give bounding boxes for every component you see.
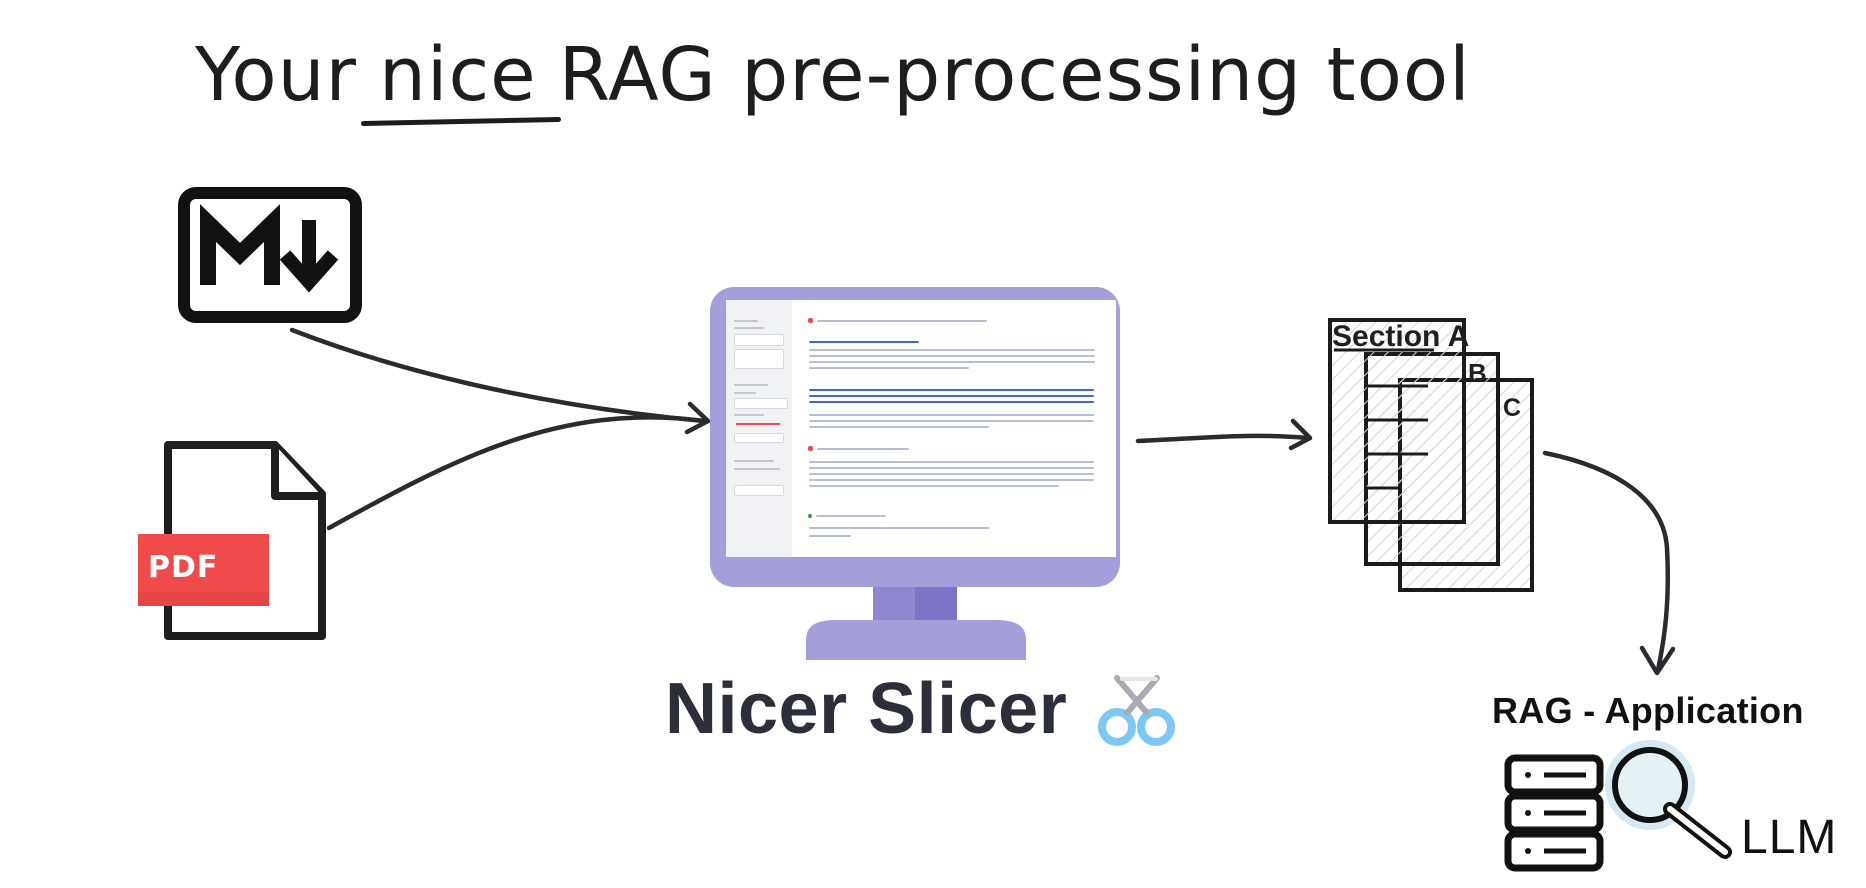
preview-sidebar-line xyxy=(734,392,756,394)
preview-sidebar-line xyxy=(734,468,780,470)
preview-sidebar xyxy=(726,300,792,557)
arrows xyxy=(289,327,1676,676)
headline-part-2: nice xyxy=(378,32,537,118)
scissors-icon xyxy=(1098,675,1175,746)
preview-main-line xyxy=(809,414,1094,416)
preview-sidebar-box xyxy=(734,433,784,443)
pdf-file-icon xyxy=(138,441,326,640)
preview-sidebar-line xyxy=(734,320,758,322)
preview-main-line xyxy=(809,527,989,529)
search-icon xyxy=(1605,740,1732,859)
arrow-monitor-to-docs xyxy=(1135,433,1311,444)
pdf-badge-label: PDF xyxy=(148,550,219,585)
preview-badge xyxy=(808,446,813,451)
monitor-stand-shadow xyxy=(915,587,957,623)
preview-sidebar-box xyxy=(734,398,788,409)
preview-main-line xyxy=(809,485,1059,487)
arrow-head-monitor xyxy=(684,401,711,435)
preview-badge xyxy=(808,514,812,518)
pdf-badge-shadow xyxy=(138,592,269,606)
preview-main xyxy=(792,300,1116,557)
headline-part-3: RAG pre-processing tool xyxy=(558,32,1471,118)
preview-sidebar-box xyxy=(734,349,784,369)
preview-main-line xyxy=(816,515,886,517)
preview-sidebar-line xyxy=(734,414,764,416)
preview-link xyxy=(809,389,1094,391)
preview-main-line xyxy=(809,535,851,537)
arrow-docs-to-rag xyxy=(1542,450,1671,673)
llm-label: LLM xyxy=(1741,811,1838,864)
preview-sidebar-line xyxy=(734,327,764,329)
arrow-markdown-to-monitor xyxy=(289,327,707,424)
preview-main-line xyxy=(809,467,1094,469)
preview-sidebar-box xyxy=(734,334,784,346)
preview-main-line xyxy=(809,361,1095,363)
arrow-pdf-to-monitor xyxy=(326,415,707,531)
monitor-bottom-bezel xyxy=(712,548,1118,584)
preview-sidebar-line xyxy=(734,384,768,386)
preview-sidebar-box xyxy=(734,485,784,496)
preview-main-line xyxy=(809,426,989,428)
pdf-badge xyxy=(138,534,269,606)
preview-main-line xyxy=(809,473,1094,475)
preview-main-line xyxy=(817,320,987,322)
preview-badge xyxy=(808,318,813,323)
preview-main-line xyxy=(809,461,1094,463)
scissors-icon-spacer xyxy=(1077,668,1159,750)
arrow-head-docs xyxy=(1288,418,1313,451)
monitor-base xyxy=(806,620,1026,660)
preview-main-line xyxy=(809,420,1094,422)
preview-main-line xyxy=(809,367,969,369)
preview-main-line xyxy=(809,355,1095,357)
preview-link xyxy=(809,341,919,343)
brand-lockup: Nicer Slicer xyxy=(665,668,1159,750)
tool-screen-preview xyxy=(726,300,1116,557)
rag-application-label: RAG - Application xyxy=(1492,690,1804,731)
preview-link xyxy=(809,395,1094,397)
preview-main-line xyxy=(809,349,1095,351)
arrow-head-rag xyxy=(1639,645,1676,676)
headline-part-1: Your xyxy=(195,32,357,118)
headline: Your nice RAG pre-processing tool xyxy=(195,20,1695,130)
preview-sidebar-line xyxy=(734,460,774,462)
stacked-documents-icon xyxy=(1328,318,1534,592)
brand-name: Nicer Slicer xyxy=(665,669,1068,749)
server-icon xyxy=(1504,754,1604,872)
preview-main-line xyxy=(817,448,909,450)
preview-link xyxy=(809,401,1094,403)
preview-main-line xyxy=(809,479,1094,481)
preview-slider xyxy=(736,423,780,425)
markdown-icon xyxy=(178,187,362,323)
